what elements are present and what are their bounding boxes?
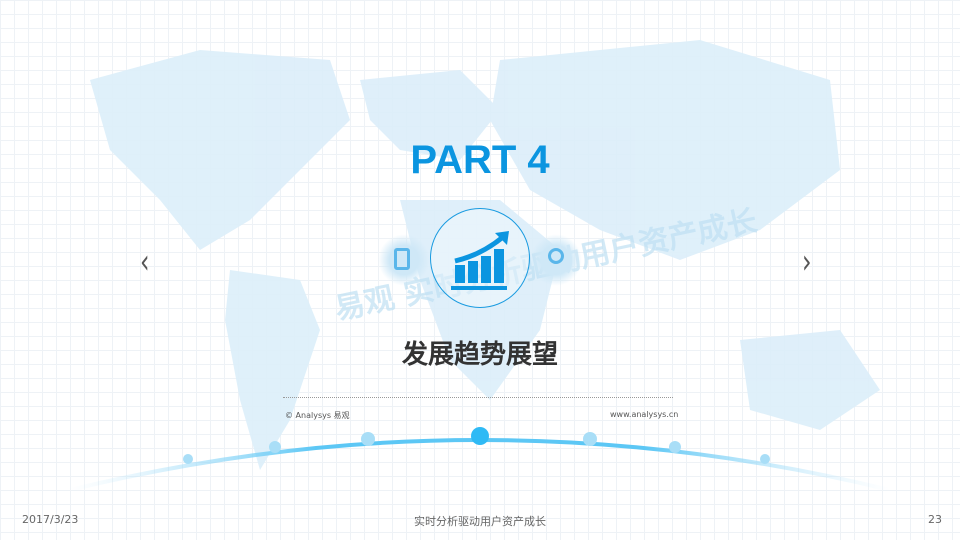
footer-slogan: 实时分析驱动用户资产成长 (414, 515, 546, 528)
document-check-icon (378, 234, 430, 286)
section-subtitle: 发展趋势展望 (401, 340, 558, 370)
divider (283, 397, 673, 398)
prev-arrow-button[interactable]: ‹ (140, 242, 150, 282)
copyright-text: © Analysys 易观 (285, 411, 350, 420)
part-title: PART 4 (410, 138, 550, 182)
page-number: 23 (928, 513, 942, 526)
next-arrow-button[interactable]: › (802, 242, 812, 282)
growth-chart-icon (430, 208, 530, 308)
footer-date: 2017/3/23 (22, 513, 79, 526)
lightbulb-icon (530, 234, 582, 286)
website-text: www.analysys.cn (610, 410, 679, 419)
